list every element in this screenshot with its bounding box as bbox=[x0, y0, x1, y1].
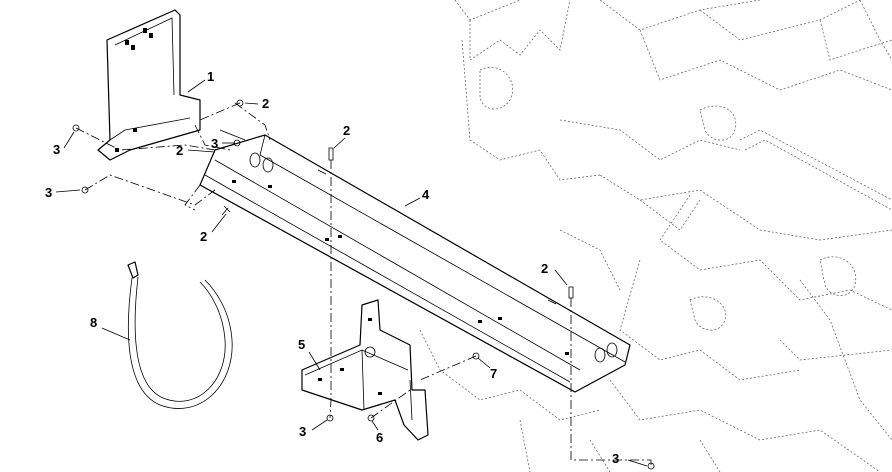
callout-3-bracket-nut: 3 bbox=[211, 136, 218, 151]
callout-7: 7 bbox=[490, 366, 497, 381]
callout-3-lower-center: 3 bbox=[299, 424, 306, 439]
callout-2-right-bolt: 2 bbox=[541, 261, 548, 276]
callout-5: 5 bbox=[298, 337, 305, 352]
part-8-strap bbox=[127, 261, 233, 409]
assembly-centerlines bbox=[75, 102, 652, 466]
callouts: 1 2 2 2 2 2 3 3 3 3 3 4 5 6 7 8 bbox=[45, 69, 619, 466]
callout-3-left-bottom: 3 bbox=[45, 185, 52, 200]
part-1-shield-bracket bbox=[97, 9, 201, 161]
callout-2-lower-bolt: 2 bbox=[200, 229, 207, 244]
machine-frame-phantom bbox=[419, 0, 892, 472]
callout-2-top-bolt: 2 bbox=[262, 96, 269, 111]
callout-3-lower-right: 3 bbox=[612, 451, 619, 466]
part-4-channel-rail bbox=[199, 134, 631, 393]
callout-8: 8 bbox=[90, 315, 97, 330]
callout-3-left-top: 3 bbox=[53, 142, 60, 157]
callout-2-left-bolt: 2 bbox=[176, 143, 183, 158]
callout-1: 1 bbox=[207, 69, 214, 84]
callout-6: 6 bbox=[376, 430, 383, 445]
leader-lines bbox=[55, 79, 648, 467]
callout-4: 4 bbox=[422, 187, 430, 202]
callout-2-center-bolt: 2 bbox=[343, 123, 350, 138]
hardware bbox=[72, 99, 655, 470]
part-5-mounting-bracket bbox=[301, 299, 429, 441]
